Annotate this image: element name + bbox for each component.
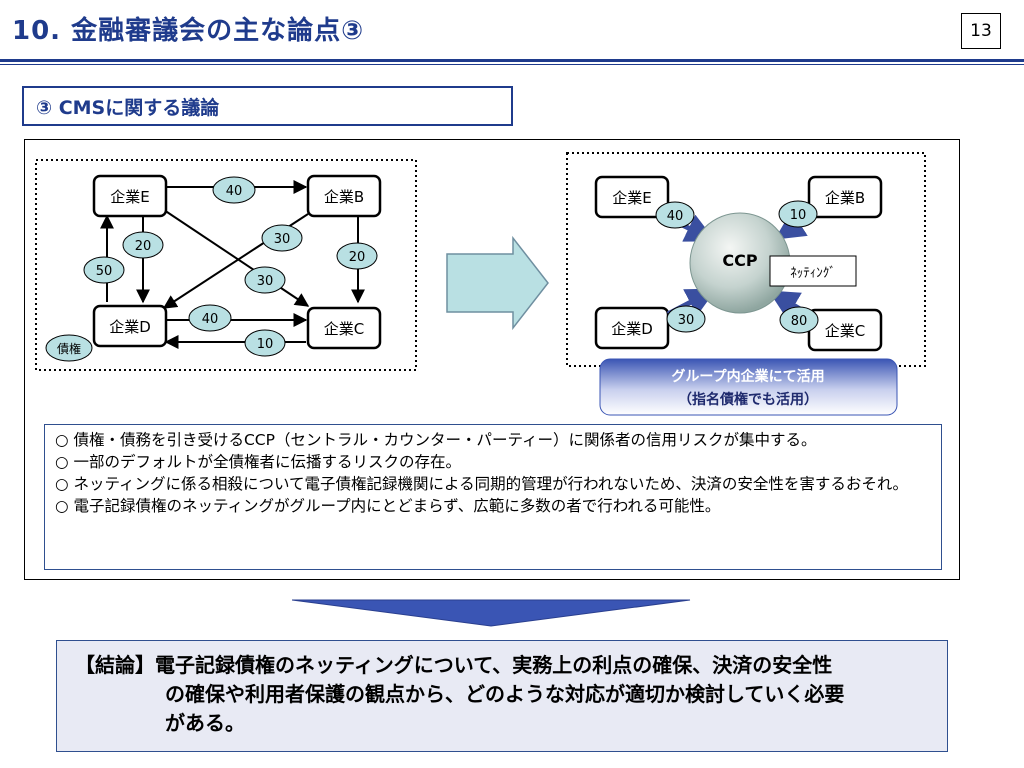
right-node-d-box <box>594 306 670 350</box>
right-flow-c-badge <box>779 306 819 334</box>
left-dotted-frame <box>35 159 417 371</box>
edge-e-c <box>163 209 310 307</box>
note-item: ○ 電子記録債権のネッティングがグループ内にとどまらず、広範に多数の者で行われる… <box>55 497 721 515</box>
notes-box: ○ 債権・債務を引き受けるCCP（セントラル・カウンター・パーティー）に関係者の… <box>44 424 942 570</box>
note-item: ○ 一部のデフォルトが全債権者に伝播するリスクの存在。 <box>55 453 461 471</box>
right-node-e-box <box>594 175 670 219</box>
flow-e-d-badge <box>122 231 164 259</box>
node-c-label: 企業C <box>324 320 364 338</box>
claims-legend-badge <box>45 334 93 362</box>
flow-d-c-badge <box>188 304 232 332</box>
right-node-b-box <box>807 175 883 219</box>
flow-b-d-value: 30 <box>274 232 291 247</box>
flow-e-b-badge <box>212 176 256 204</box>
group-usage-banner <box>599 358 898 416</box>
note-item: ○ ネッティングに係る相殺について電子債権記録機関による同期的管理が行われないた… <box>55 475 908 493</box>
page-title: 10. 金融審議会の主な論点③ <box>12 16 365 46</box>
node-b-box <box>306 174 382 218</box>
flow-e-d-value: 20 <box>135 239 152 254</box>
flow-d-e-value: 50 <box>96 264 113 279</box>
flow-e-c-value: 30 <box>257 274 274 289</box>
node-e-label: 企業E <box>110 188 149 206</box>
right-flow-d-badge <box>666 305 706 333</box>
right-flow-b-value: 10 <box>790 208 807 223</box>
right-node-b-label: 企業B <box>825 189 865 207</box>
flow-d-c-value: 40 <box>202 312 219 327</box>
netting-label: ﾈｯﾃｨﾝｸﾞ <box>790 266 836 281</box>
flow-d-e-badge <box>83 256 125 284</box>
group-usage-line2: （指名債権でも活用） <box>678 391 818 408</box>
right-flow-e-value: 40 <box>667 209 684 224</box>
conclusion-line-1: 【結論】電子記録債権のネッティングについて、実務上の利点の確保、決済の安全性 <box>75 653 833 677</box>
right-flow-d-value: 30 <box>678 313 695 328</box>
note-item: ○ 債権・債務を引き受けるCCP（セントラル・カウンター・パーティー）に関係者の… <box>55 431 817 449</box>
claims-legend-label: 債権 <box>57 341 81 356</box>
flow-b-c-value: 20 <box>349 250 366 265</box>
conclusion-box: 【結論】電子記録債権のネッティングについて、実務上の利点の確保、決済の安全性 の… <box>56 640 948 752</box>
ccp-label: CCP <box>722 251 757 270</box>
flow-c-d-badge <box>244 329 286 357</box>
node-c-box <box>306 306 382 350</box>
flow-b-c-badge <box>336 242 378 270</box>
page-number: 13 <box>961 13 1001 49</box>
header-divider-thin <box>0 64 1024 65</box>
right-flow-e-badge <box>655 201 695 229</box>
node-b-label: 企業B <box>324 188 364 206</box>
transition-arrow <box>446 235 549 331</box>
down-arrow <box>292 599 691 627</box>
conclusion-line-3: がある。 <box>165 711 245 735</box>
section-title: ③ CMSに関する議論 <box>22 86 513 126</box>
flow-e-b-value: 40 <box>226 184 243 199</box>
right-node-c-label: 企業C <box>825 322 865 340</box>
conclusion-line-2: の確保や利用者保護の観点から、どのような対応が適切か検討していく必要 <box>165 682 845 706</box>
header-divider <box>0 59 1024 62</box>
node-d-box <box>92 304 168 348</box>
right-flow-c-value: 80 <box>791 314 808 329</box>
netting-diagram: 企業E 企業B 企業D 企業C 40 20 50 30 30 20 40 10 … <box>35 152 926 416</box>
node-e-box <box>92 174 168 218</box>
right-node-d-label: 企業D <box>611 320 653 338</box>
netting-label-box <box>769 255 857 287</box>
node-d-label: 企業D <box>109 318 151 336</box>
flow-b-d-badge <box>261 224 303 252</box>
content-panel <box>24 139 960 580</box>
group-usage-line1: グループ内企業にて活用 <box>671 368 824 385</box>
flow-e-c-badge <box>244 266 286 294</box>
right-node-e-label: 企業E <box>612 189 651 207</box>
flow-c-d-value: 10 <box>257 337 274 352</box>
right-flow-b-badge <box>778 200 818 228</box>
